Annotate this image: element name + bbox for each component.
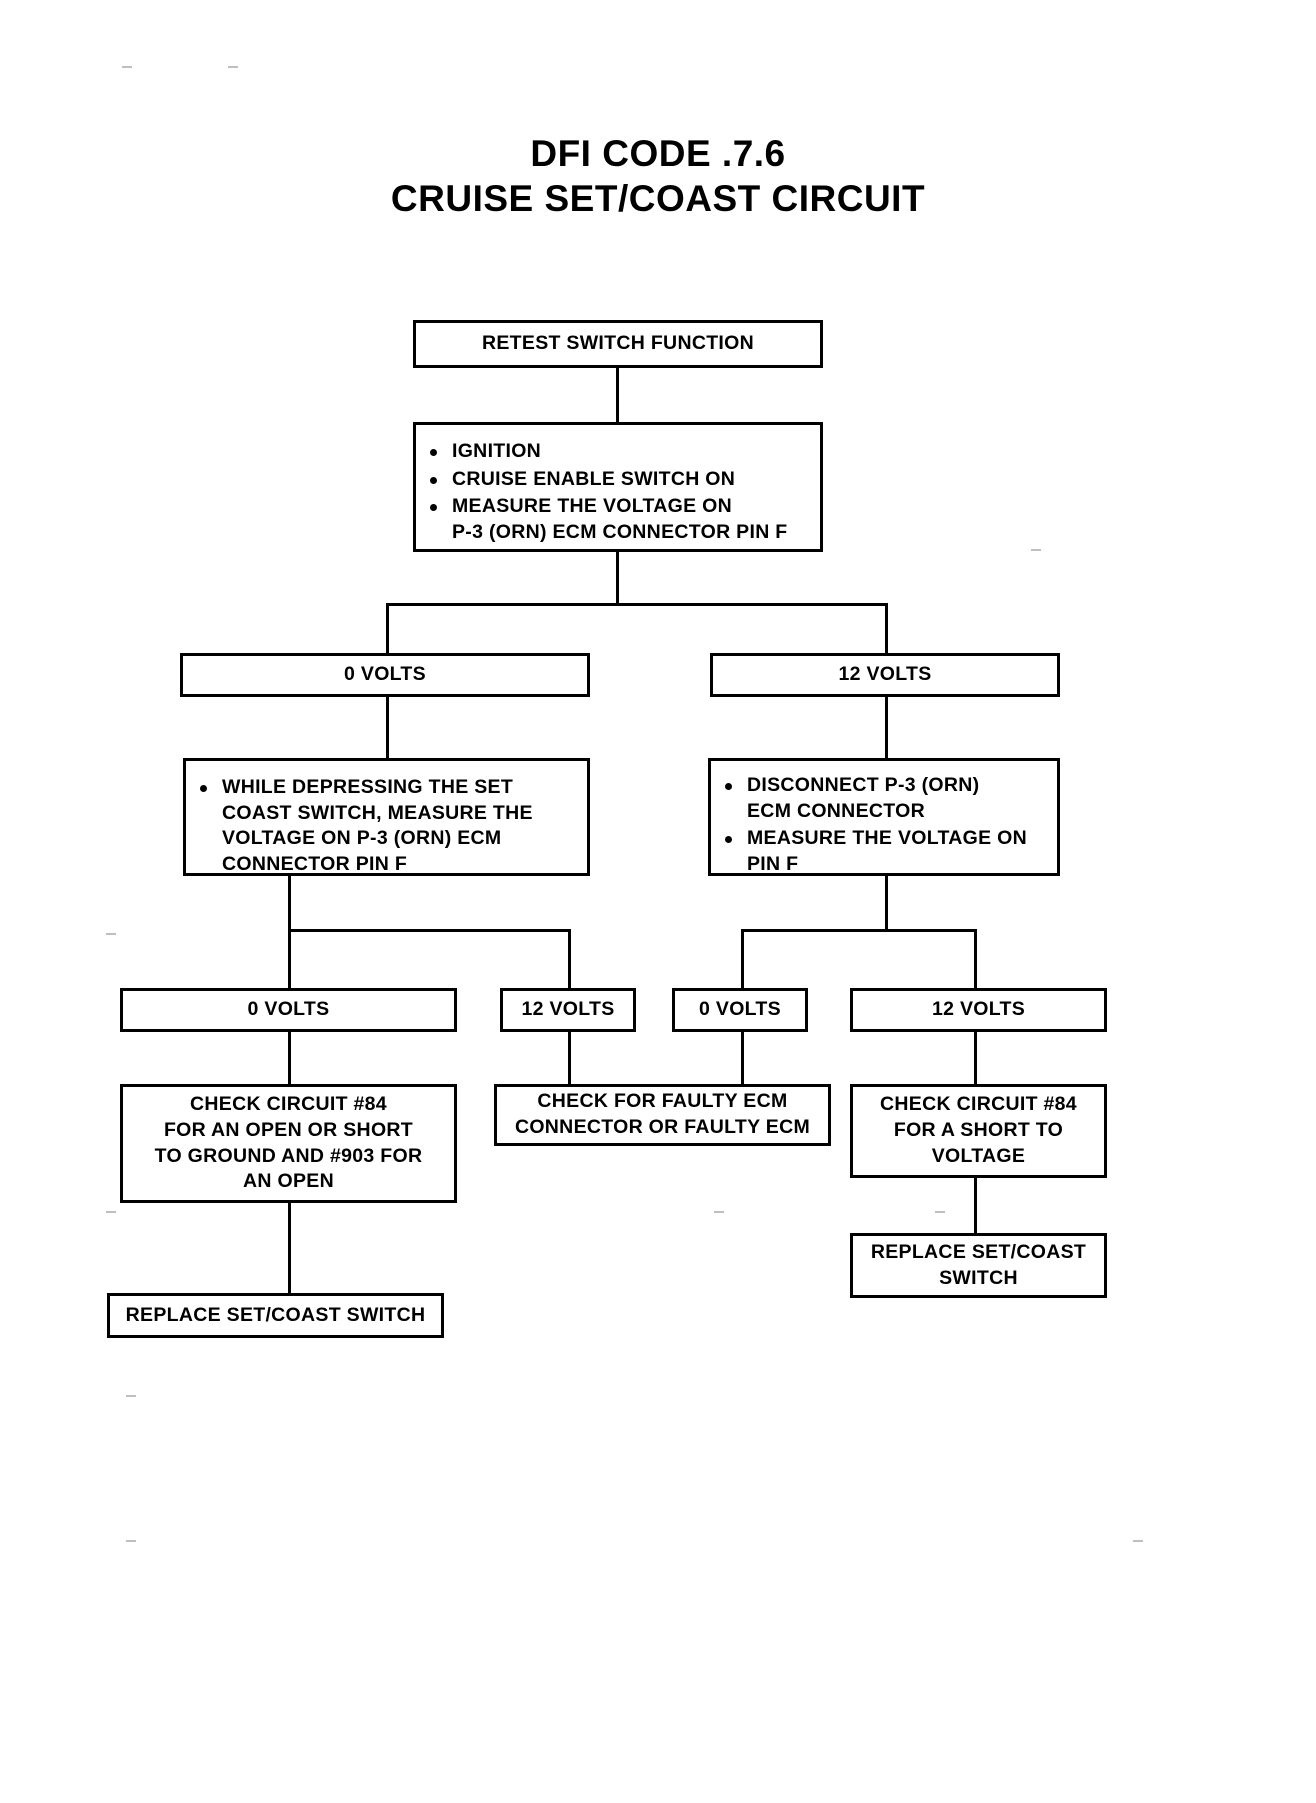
node-left-step-bullets: WHILE DEPRESSING THE SET COAST SWITCH, M… [192,775,581,880]
node-left-step[interactable]: WHILE DEPRESSING THE SET COAST SWITCH, M… [183,758,590,876]
node-final-replace-set-coast-switch-left[interactable]: REPLACE SET/COAST SWITCH [107,1293,444,1338]
node-rr-12-volts[interactable]: 12 VOLTS [850,988,1107,1032]
connector-rl-to-result [741,1031,744,1085]
node-branch-12-volts-label: 12 VOLTS [838,663,932,686]
node-retest-switch-function[interactable]: RETEST SWITCH FUNCTION [413,320,823,368]
connector-right-to-0v [741,929,744,990]
node-rl-0-volts-label: 0 VOLTS [699,998,781,1021]
node-right-step-bullet-2: MEASURE THE VOLTAGE ON PIN F [717,826,1051,877]
scan-artifact [1133,1540,1143,1542]
node-right-step-bullet-1: DISCONNECT P-3 (ORN) ECM CONNECTOR [717,773,1051,824]
connector-to-branch-right [885,603,888,655]
scan-artifact [106,933,116,935]
node-left-step-bullet-1: WHILE DEPRESSING THE SET COAST SWITCH, M… [192,775,581,878]
node-final-replace-set-coast-switch-left-label: REPLACE SET/COAST SWITCH [125,1303,426,1326]
node-branch-0-volts[interactable]: 0 VOLTS [180,653,590,697]
node-rr-12-volts-label: 12 VOLTS [931,998,1026,1021]
scan-artifact [126,1395,136,1397]
connector-left-branch-to-step [386,697,389,760]
connector-to-branch-left [386,603,389,655]
node-right-step[interactable]: DISCONNECT P-3 (ORN) ECM CONNECTOR MEASU… [708,758,1060,876]
connector-split-bus [386,603,888,606]
connector-right-step-down [885,876,888,931]
node-result-check-faulty-ecm-label: CHECK FOR FAULTY ECM CONNECTOR OR FAULTY… [514,1090,811,1138]
node-result-check-circuit-84-short-voltage[interactable]: CHECK CIRCUIT #84 FOR A SHORT TO VOLTAGE [850,1084,1107,1178]
node-result-check-faulty-ecm[interactable]: CHECK FOR FAULTY ECM CONNECTOR OR FAULTY… [494,1084,831,1146]
connector-rr-to-result [974,1031,977,1085]
node-ll-0-volts[interactable]: 0 VOLTS [120,988,457,1032]
page-title: DFI CODE .7.6 CRUISE SET/COAST CIRCUIT [0,131,1316,221]
connector-left-split-bus [288,929,571,932]
connector-right-branch-to-step [885,697,888,760]
scan-artifact [714,1211,724,1213]
title-line-2: CRUISE SET/COAST CIRCUIT [390,178,926,220]
node-rl-0-volts[interactable]: 0 VOLTS [672,988,808,1032]
connector-result-ll-to-final [288,1203,291,1295]
node-ll-0-volts-label: 0 VOLTS [247,998,330,1021]
scan-artifact [1031,549,1041,551]
node-lr-12-volts[interactable]: 12 VOLTS [500,988,636,1032]
node-step1-bullet-1: IGNITION [422,439,814,465]
connector-right-split-bus [741,929,976,932]
node-branch-12-volts[interactable]: 12 VOLTS [710,653,1060,697]
node-result-check-circuit-84-open-short-label: CHECK CIRCUIT #84 FOR AN OPEN OR SHORT T… [154,1093,423,1193]
connector-lr-to-result [568,1031,571,1085]
scan-artifact [122,66,132,68]
node-step1-bullet-3: MEASURE THE VOLTAGE ON P-3 (ORN) ECM CON… [422,494,814,545]
connector-ll-to-result [288,1031,291,1085]
node-result-check-circuit-84-open-short[interactable]: CHECK CIRCUIT #84 FOR AN OPEN OR SHORT T… [120,1084,457,1203]
scan-artifact [935,1211,945,1213]
connector-left-step-down [288,876,291,931]
node-right-step-bullets: DISCONNECT P-3 (ORN) ECM CONNECTOR MEASU… [717,773,1051,880]
node-final-replace-set-coast-switch-right[interactable]: REPLACE SET/COAST SWITCH [850,1233,1107,1298]
connector-left-to-12v [568,929,571,990]
connector-right-to-12v [974,929,977,990]
scan-artifact [126,1540,136,1542]
node-lr-12-volts-label: 12 VOLTS [521,998,615,1021]
node-branch-0-volts-label: 0 VOLTS [344,663,426,686]
scan-artifact [228,66,238,68]
title-line-1: DFI CODE .7.6 [530,133,786,174]
node-final-replace-set-coast-switch-right-label: REPLACE SET/COAST SWITCH [870,1240,1087,1289]
scan-artifact [106,1211,116,1213]
node-step1-bullets: IGNITION CRUISE ENABLE SWITCH ON MEASURE… [422,439,814,548]
node-step1-bullet-2: CRUISE ENABLE SWITCH ON [422,467,814,493]
node-retest-switch-function-label: RETEST SWITCH FUNCTION [481,332,754,355]
node-result-check-circuit-84-short-voltage-label: CHECK CIRCUIT #84 FOR A SHORT TO VOLTAGE [880,1093,1077,1167]
connector-result-rr-to-final [974,1178,977,1235]
connector-step1-down [616,552,619,605]
node-step1[interactable]: IGNITION CRUISE ENABLE SWITCH ON MEASURE… [413,422,823,552]
connector-left-to-0v [288,929,291,990]
